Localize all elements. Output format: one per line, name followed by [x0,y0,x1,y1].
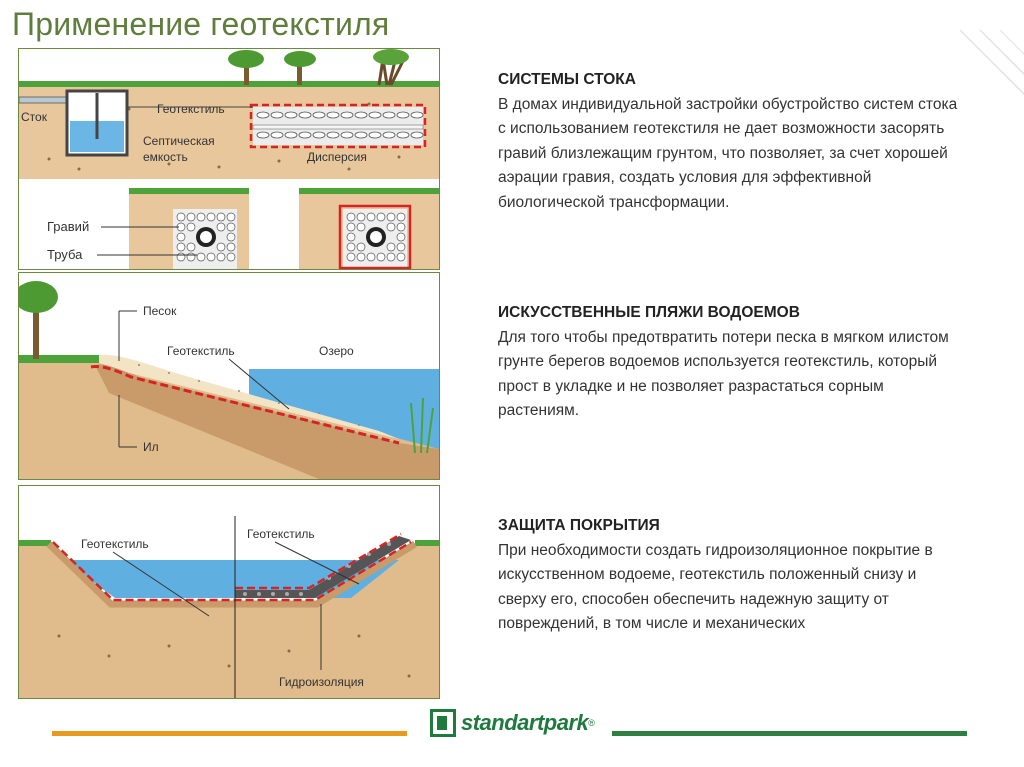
label-geotextile: Геотекстиль [167,344,235,358]
label-gravel: Гравий [47,219,89,234]
pond-lining-diagram: Геотекстиль Геотекстиль Гидроизоляция [18,485,440,699]
label-geotextile: Геотекстиль [157,102,225,116]
label-stok: Сток [21,110,48,124]
section-coating: ЗАЩИТА ПОКРЫТИЯ При необходимости создат… [498,514,968,637]
section-beaches: ИСКУССТВЕННЫЕ ПЛЯЖИ ВОДОЕМОВ Для того чт… [498,301,968,424]
beach-diagram: Песок Геотекстиль Озеро Ил [18,272,440,480]
footer-bar-orange [52,731,407,736]
section-body: Для того чтобы предотвратить потери песк… [498,328,949,420]
drainage-diagram: Сток Геотекстиль Септическая емкость Дис… [18,48,440,270]
label-waterproofing: Гидроизоляция [279,675,364,689]
section-body: При необходимости создать гидроизоляцион… [498,541,933,633]
page-title: Применение геотекстиля [12,6,390,42]
section-body: В домах индивидуальной застройки обустро… [498,95,958,211]
label-dispersion: Дисперсия [307,150,367,164]
label-pipe: Труба [47,247,83,262]
footer-bar-green [612,731,967,736]
tree-icon [228,49,409,86]
section-drainage: СИСТЕМЫ СТОКА В домах индивидуальной зас… [498,68,968,215]
tree-icon [19,281,58,313]
label-septic-2: емкость [143,150,188,164]
logo: standartpark ® [430,709,595,737]
section-heading: ИСКУССТВЕННЫЕ ПЛЯЖИ ВОДОЕМОВ [498,304,800,321]
section-heading: СИСТЕМЫ СТОКА [498,71,636,88]
logo-icon [430,709,456,737]
label-septic-1: Септическая [143,134,215,148]
label-silt: Ил [143,440,159,454]
section-heading: ЗАЩИТА ПОКРЫТИЯ [498,517,660,534]
decorative-lines [959,30,1024,95]
logo-text: standartpark [461,710,589,735]
label-lake: Озеро [319,344,354,358]
logo-registered: ® [588,718,595,728]
label-geotextile-left: Геотекстиль [81,537,149,551]
label-geotextile-right: Геотекстиль [247,527,315,541]
label-sand: Песок [143,304,177,318]
